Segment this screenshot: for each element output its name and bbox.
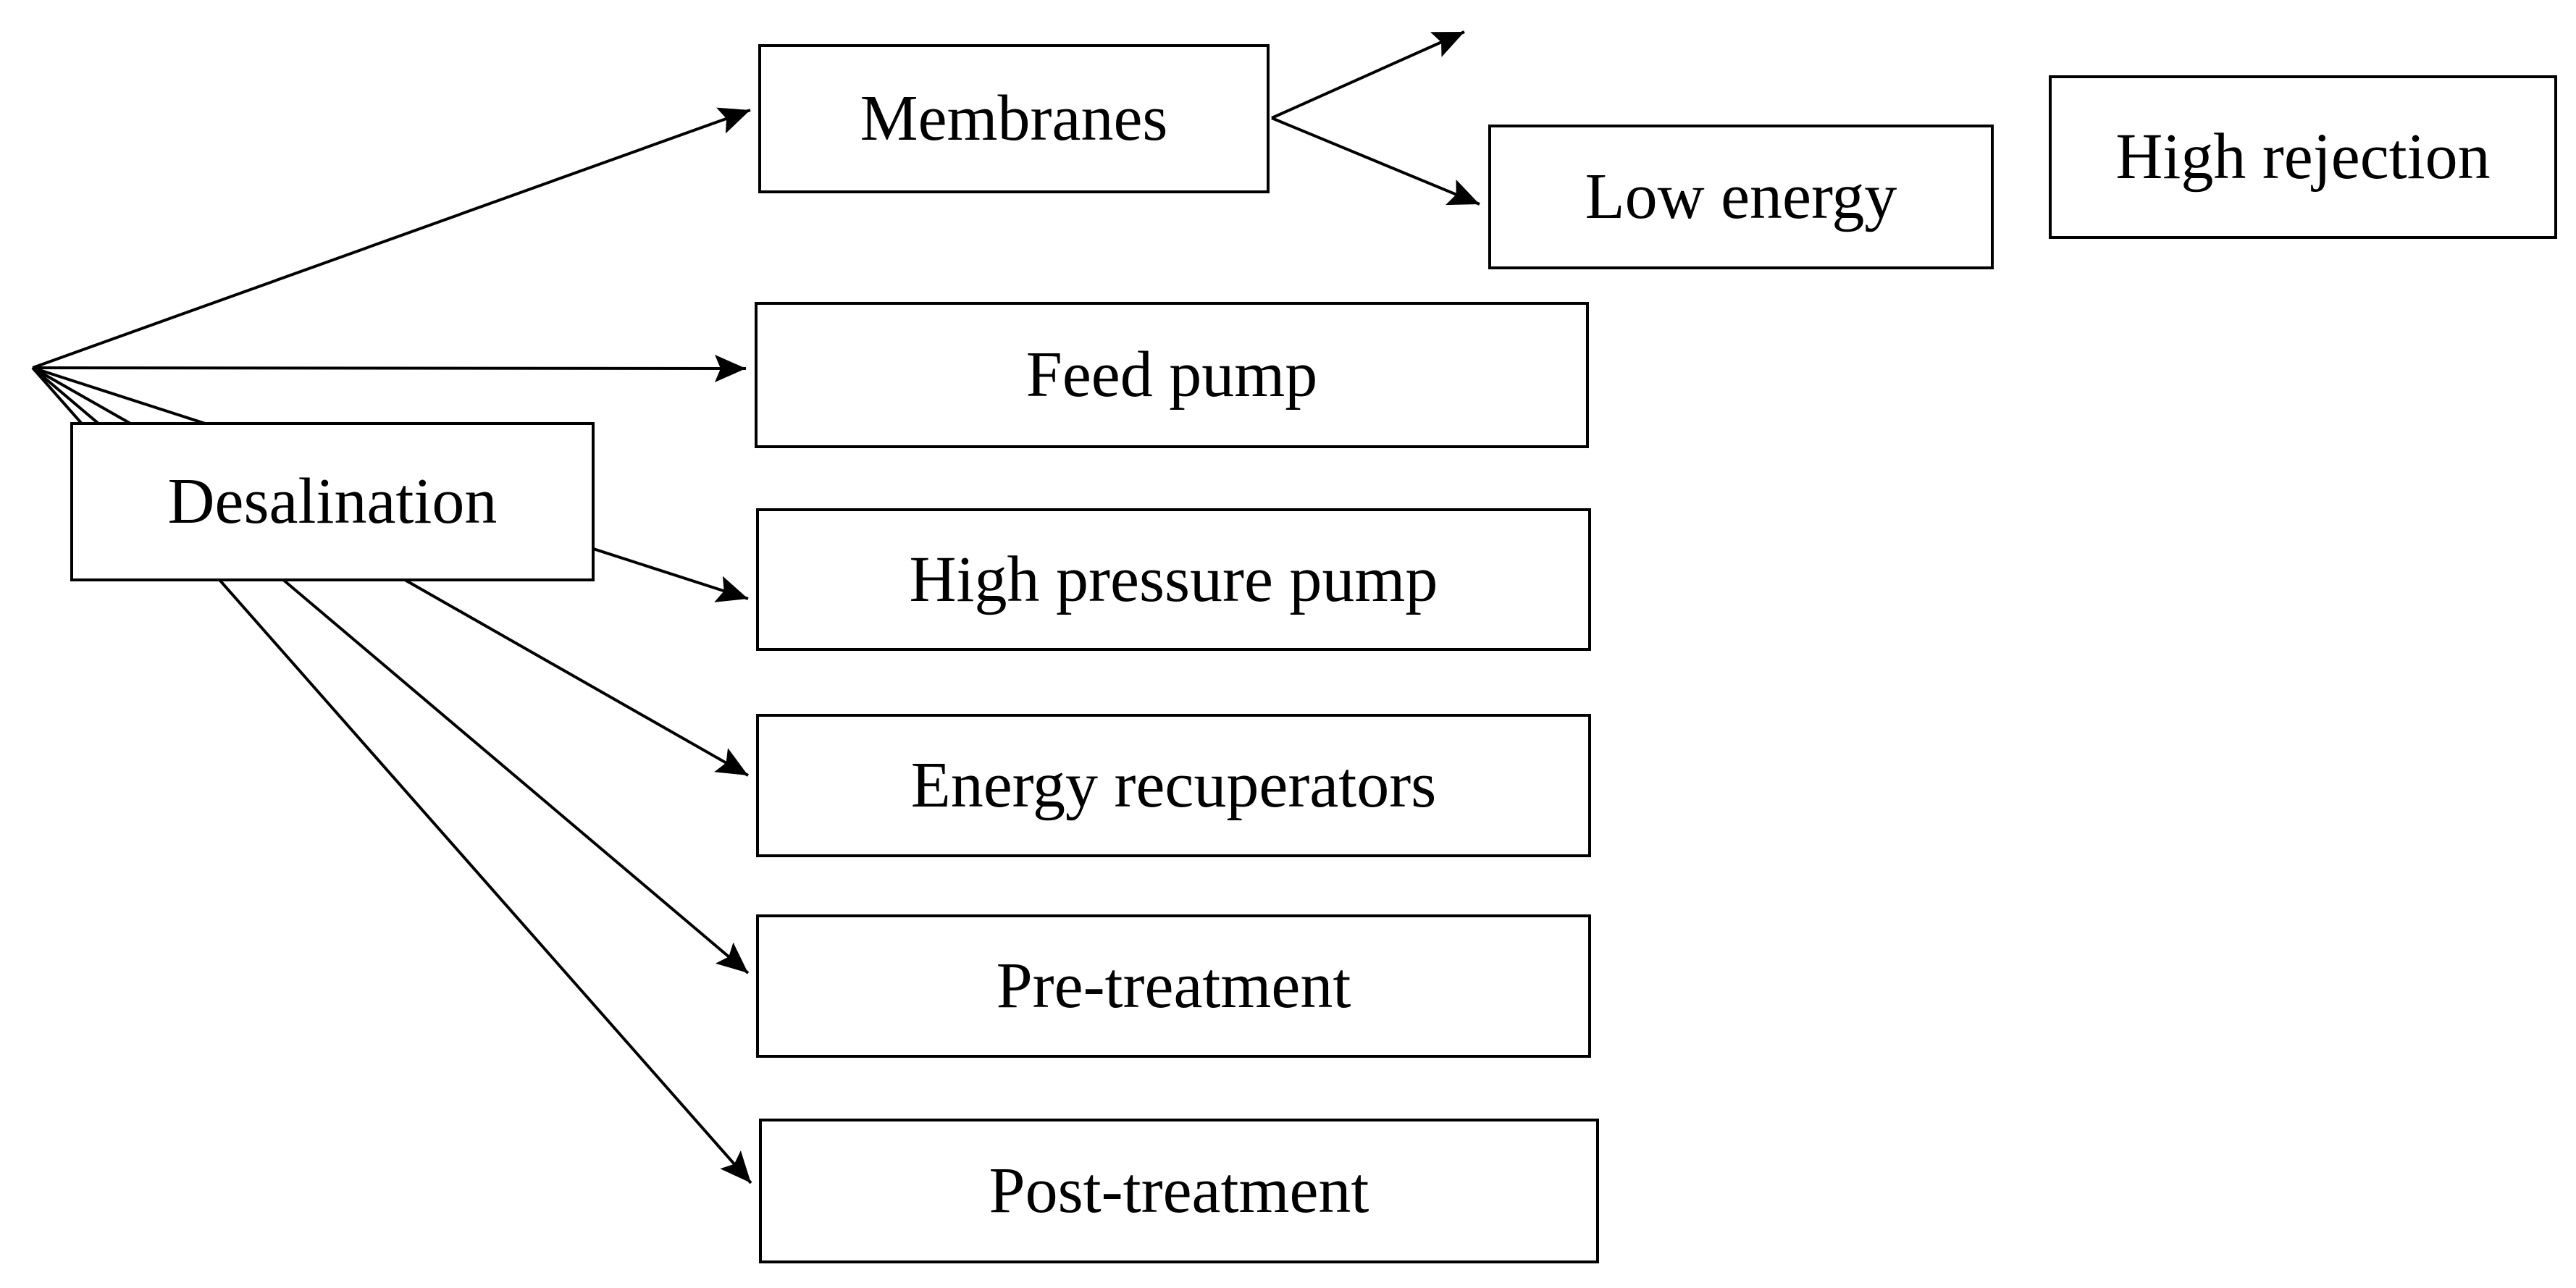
- node-pre-treatment-label: Pre-treatment: [996, 950, 1351, 1022]
- node-feed-pump-label: Feed pump: [1025, 339, 1318, 411]
- node-desalination-label: Desalination: [167, 466, 498, 537]
- node-pre-treatment: Pre-treatment: [756, 914, 1591, 1058]
- node-membranes-label: Membranes: [860, 83, 1168, 154]
- node-energy-recuperators-label: Energy recuperators: [910, 749, 1437, 821]
- node-feed-pump: Feed pump: [755, 302, 1589, 448]
- node-high-pressure-pump: High pressure pump: [756, 508, 1591, 651]
- edge-membranes-open-up-right-arrow: [1271, 30, 1465, 119]
- edge-desalination-to-feed-pump-arrow: [32, 354, 747, 382]
- node-energy-recuperators: Energy recuperators: [756, 714, 1591, 857]
- node-high-pressure-pump-label: High pressure pump: [909, 543, 1438, 615]
- node-desalination: Desalination: [70, 422, 595, 581]
- node-high-rejection: High rejection: [2049, 75, 2557, 239]
- node-high-rejection-label: High rejection: [2115, 121, 2491, 193]
- edge-membranes-to-low-energy-arrow: [1271, 117, 1480, 206]
- node-post-treatment-label: Post-treatment: [989, 1155, 1369, 1226]
- node-low-energy: Low energy: [1488, 125, 1994, 269]
- edge-desalination-to-membranes-arrow: [32, 107, 751, 369]
- node-post-treatment: Post-treatment: [759, 1119, 1599, 1263]
- node-low-energy-label: Low energy: [1585, 161, 1897, 232]
- node-membranes: Membranes: [758, 44, 1270, 193]
